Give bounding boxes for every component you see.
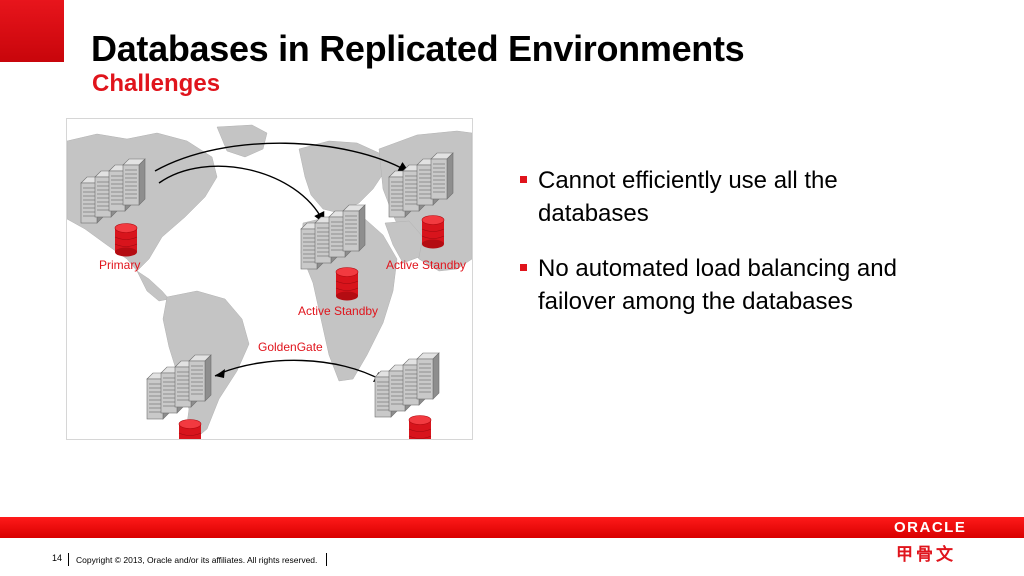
slide-subtitle: Challenges <box>92 70 221 97</box>
goldengate-right-server-rack <box>375 353 439 417</box>
page-number: 14 <box>52 553 63 563</box>
slide-title: Databases in Replicated Environments <box>91 28 745 69</box>
corner-accent-block <box>0 0 64 62</box>
bullet-list: Cannot efficiently use all the databases… <box>520 164 920 340</box>
goldengate-label: GoldenGate <box>258 340 323 354</box>
bullet-item: Cannot efficiently use all the databases <box>520 164 920 230</box>
standby-right-database-icon <box>421 215 445 249</box>
square-bullet-icon <box>520 264 527 271</box>
goldengate-left-database-icon <box>178 419 202 439</box>
oracle-logo: ORACLE <box>894 519 967 536</box>
active-standby-center-label: Active Standby <box>298 304 379 318</box>
primary-label: Primary <box>99 258 141 272</box>
active-standby-right-label: Active Standby <box>386 258 467 272</box>
goldengate-right-database-icon <box>408 415 432 439</box>
footer-divider <box>68 553 69 566</box>
footer-divider <box>326 553 327 566</box>
footer-bar <box>0 517 1024 538</box>
square-bullet-icon <box>520 176 527 183</box>
replication-diagram: Primary Active Standby Active Standby Go… <box>66 118 473 440</box>
world-map-graphic <box>67 124 472 439</box>
standby-center-database-icon <box>335 267 359 301</box>
bullet-item: No automated load balancing and failover… <box>520 252 920 318</box>
bullet-text: No automated load balancing and failover… <box>538 255 897 315</box>
copyright-text: Copyright © 2013, Oracle and/or its affi… <box>76 555 318 565</box>
bullet-text: Cannot efficiently use all the databases <box>538 167 838 227</box>
replication-arrows <box>154 142 410 383</box>
primary-database-icon <box>114 223 138 257</box>
oracle-chinese-logo: 甲骨文 <box>896 545 956 564</box>
